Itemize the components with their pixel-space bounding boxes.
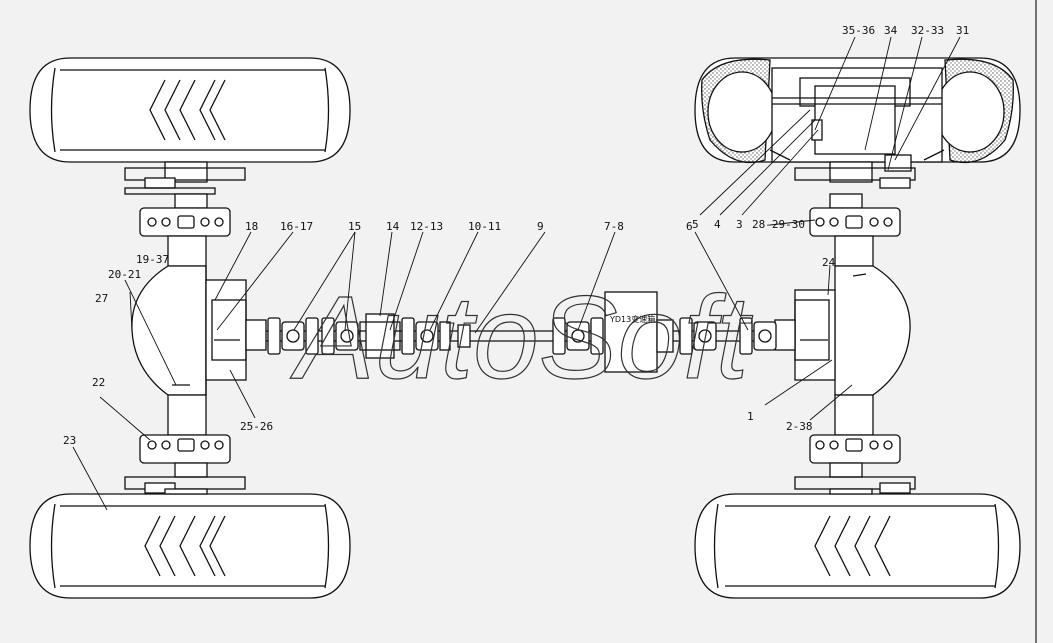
gearbox-label: YD13变速箱 [609, 314, 655, 324]
callout-16-17: 16-17 [280, 220, 313, 233]
callout-31: 31 [956, 24, 969, 37]
rear-axle [774, 161, 916, 495]
callout-28-29-30: 28-29-30 [752, 218, 805, 231]
callout-14: 14 [386, 220, 400, 233]
drive-shaft [266, 291, 777, 373]
callout-1: 1 [747, 410, 754, 423]
callout-15: 15 [348, 220, 361, 233]
callout-3: 3 [736, 218, 743, 231]
front-axle [124, 161, 267, 495]
wheel-bottom-left [29, 493, 351, 599]
callout-20-21: 20-21 [108, 268, 141, 281]
wheel-top-left [29, 57, 351, 163]
callout-10-11: 10-11 [468, 220, 501, 233]
wheel-bottom-right [694, 493, 1021, 599]
callout-35-36: 35-36 [842, 24, 875, 37]
callout-25-26: 25-26 [240, 420, 273, 433]
callout-9: 9 [537, 220, 544, 233]
callout-18: 18 [245, 220, 258, 233]
callout-27: 27 [95, 292, 108, 305]
callout-19-37: 19-37 [136, 253, 169, 266]
callout-5: 5 [692, 218, 699, 231]
callout-labels: 35-36 34 32-33 31 5 4 3 28-29-30 6 7-8 9… [63, 24, 969, 447]
callout-2-38: 2-38 [786, 420, 813, 433]
wheel-top-right-section [694, 57, 1021, 172]
callout-6: 6 [686, 220, 693, 233]
callout-7-8: 7-8 [604, 220, 624, 233]
gearbox-box [604, 291, 658, 373]
callout-34: 34 [884, 24, 898, 37]
leader-lines [72, 36, 961, 511]
callout-32-33: 32-33 [911, 24, 944, 37]
callout-4: 4 [714, 218, 721, 231]
callout-23: 23 [63, 434, 76, 447]
callout-24: 24 [822, 256, 836, 269]
callout-22: 22 [92, 376, 105, 389]
callout-12-13: 12-13 [410, 220, 443, 233]
watermark-text: AutoSoft [290, 272, 753, 404]
